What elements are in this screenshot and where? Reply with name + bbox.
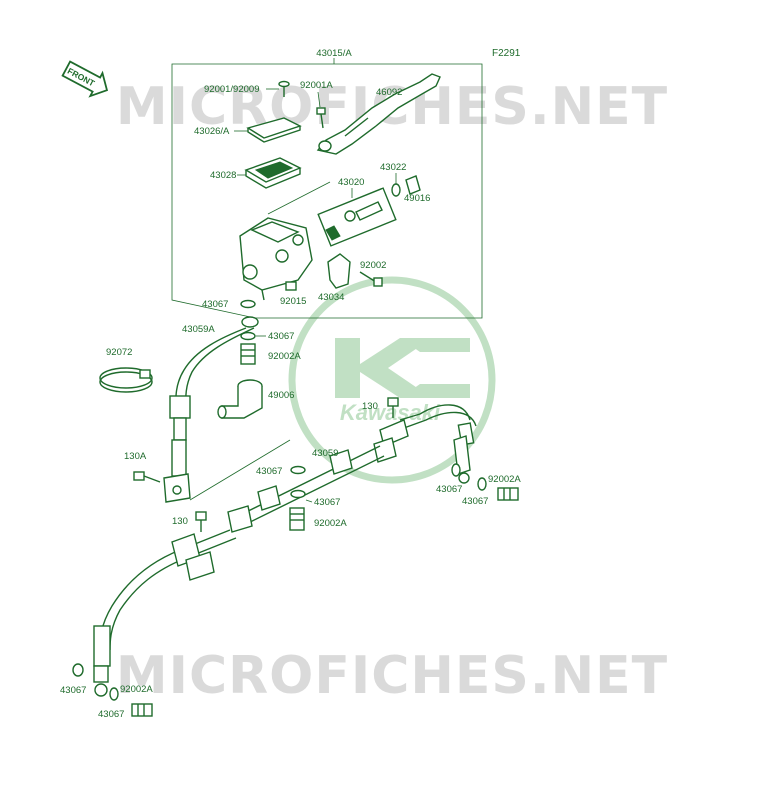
watermark-bottom: MICROFICHES.NET [116, 646, 668, 706]
assembly-frame [171, 63, 483, 319]
banjo-bolt-icon [131, 703, 153, 717]
label-banjo-l: 92002A [120, 684, 153, 695]
label-pivot-bolt: 92001A [300, 80, 333, 91]
washer-icon [240, 299, 256, 309]
label-holder: 43034 [318, 292, 344, 303]
master-cylinder-body-icon [239, 181, 331, 301]
label-joint: 49006 [268, 390, 294, 401]
label-piston-set: 43020 [338, 177, 364, 188]
lower-brake-hose-icon [93, 404, 477, 697]
clamp-holder-icon [327, 253, 383, 289]
piston-set-icon [317, 187, 397, 247]
label-upper-hose: 43059A [182, 324, 215, 335]
kawasaki-logo-watermark: Kawasaki [288, 276, 496, 484]
brake-lever-icon [316, 73, 441, 155]
washer-icon [109, 687, 119, 701]
label-pivot-washer: 49016 [404, 193, 430, 204]
label-lever: 46092 [376, 87, 402, 98]
label-band: 92072 [106, 347, 132, 358]
screw-icon [278, 80, 290, 97]
washer-icon [72, 663, 84, 677]
bolt-icon [133, 471, 161, 483]
label-banjo-a: 92002A [268, 351, 301, 362]
hose-joint-icon [217, 379, 263, 419]
bolt-icon [387, 397, 399, 418]
label-banjo-b: 92002A [314, 518, 347, 529]
banjo-bolt-icon [289, 507, 305, 531]
upper-brake-hose-icon [163, 316, 259, 503]
dust-boot-icon [391, 175, 421, 197]
banjo-bolt-icon [497, 487, 519, 501]
washer-icon [240, 331, 256, 341]
label-cap-nut: 92015 [280, 296, 306, 307]
washer-icon [290, 489, 306, 499]
label-washer-r2: 43067 [462, 496, 488, 507]
washer-icon [290, 465, 306, 475]
bolt-icon [195, 511, 207, 532]
label-mid-hose: 43059 [312, 448, 338, 459]
label-screw: 92001/92009 [204, 84, 259, 95]
cap-nut-icon [285, 281, 297, 291]
label-washer-l1: 43067 [60, 685, 86, 696]
label-dust-boot: 43022 [380, 162, 406, 173]
label-washer-a: 43067 [268, 331, 294, 342]
label-holder-bolt: 92002 [360, 260, 386, 271]
label-diaphragm: 43028 [210, 170, 236, 181]
hose-band-icon [99, 367, 153, 393]
label-washer-b: 43067 [256, 466, 282, 477]
label-washer-c: 43067 [314, 497, 340, 508]
label-cap: 43026/A [194, 126, 230, 137]
label-washer-top: 43067 [202, 299, 228, 310]
label-bolt-130a: 130A [124, 451, 147, 462]
label-assembly: 43015/A [316, 48, 352, 59]
label-washer-l2: 43067 [98, 709, 124, 720]
label-bolt-130-right: 130 [362, 401, 378, 412]
pivot-bolt-icon [316, 107, 326, 129]
washer-icon [451, 463, 461, 477]
label-banjo-r: 92002A [488, 474, 521, 485]
banjo-bolt-icon [240, 343, 256, 365]
diaphragm-icon [244, 157, 302, 189]
label-washer-r1: 43067 [436, 484, 462, 495]
washer-icon [477, 477, 487, 491]
figure-code: F2291 [492, 48, 521, 59]
front-arrow-icon: FRONT [61, 60, 109, 98]
label-bolt-130-left: 130 [172, 516, 188, 527]
